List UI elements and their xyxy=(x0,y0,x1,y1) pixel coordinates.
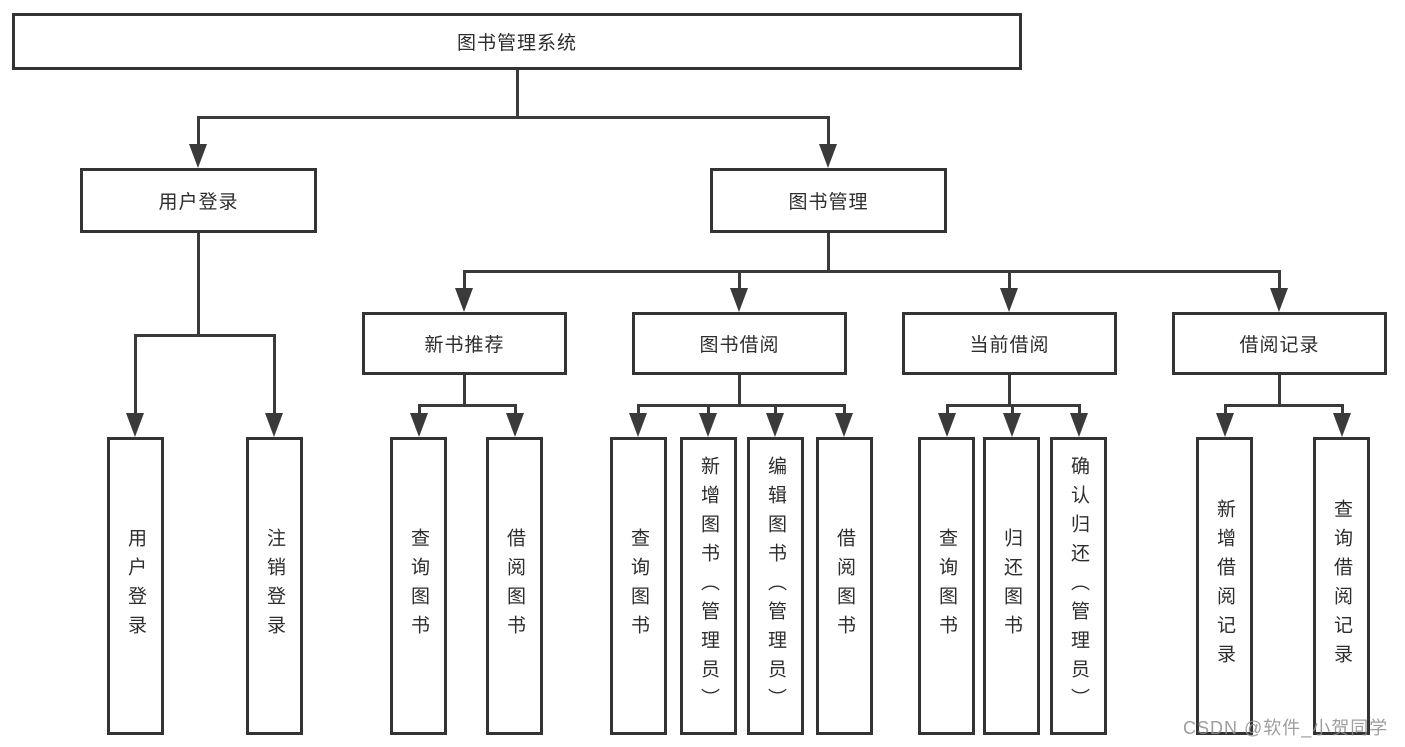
node-current-borrow-label: 当前借阅 xyxy=(969,335,1050,356)
watermark: CSDN @软件_小贺同学 xyxy=(1183,718,1389,738)
leaf-add-borrow-record-label: 新增借阅记录 xyxy=(1214,499,1235,673)
leaf-confirm-return-admin: 确认归还（管理员） xyxy=(1050,437,1107,735)
connector-line xyxy=(134,334,137,414)
connector-line xyxy=(1224,404,1227,416)
connector-arrowhead xyxy=(629,413,647,437)
node-user-login: 用户登录 xyxy=(80,168,317,233)
leaf-query-books-current-label: 查询图书 xyxy=(936,528,957,644)
connector-line xyxy=(827,233,830,273)
connector-line xyxy=(1341,404,1344,416)
connector-line xyxy=(843,404,846,416)
connector-arrowhead xyxy=(1333,413,1351,437)
connector-line xyxy=(1078,404,1081,416)
leaf-query-books-recommend: 查询图书 xyxy=(390,437,447,735)
connector-line xyxy=(827,116,830,146)
connector-line xyxy=(463,375,466,407)
connector-arrowhead xyxy=(1270,288,1288,312)
connector-line xyxy=(1278,270,1281,290)
node-new-book-recommend: 新书推荐 xyxy=(362,312,567,375)
connector-arrowhead xyxy=(835,413,853,437)
connector-line xyxy=(774,404,777,416)
node-borrow-records: 借阅记录 xyxy=(1172,312,1387,375)
leaf-borrow-books-2: 借阅图书 xyxy=(816,437,873,735)
connector-line xyxy=(1224,404,1343,407)
connector-line xyxy=(134,334,276,337)
connector-line xyxy=(637,404,640,416)
connector-arrowhead xyxy=(506,413,524,437)
connector-line xyxy=(514,404,517,416)
node-new-book-recommend-label: 新书推荐 xyxy=(424,335,505,356)
connector-line xyxy=(1008,375,1011,407)
leaf-add-book-admin: 新增图书（管理员） xyxy=(680,437,737,735)
leaf-borrow-books-recommend-label: 借阅图书 xyxy=(504,528,525,644)
connector-arrowhead xyxy=(189,144,207,168)
connector-arrowhead xyxy=(1003,413,1021,437)
connector-line xyxy=(463,270,466,290)
connector-line xyxy=(197,116,830,119)
connector-line xyxy=(197,233,200,336)
connector-line xyxy=(946,404,949,416)
leaf-query-books-recommend-label: 查询图书 xyxy=(408,528,429,644)
leaf-query-books-current: 查询图书 xyxy=(918,437,975,735)
leaf-user-login-label: 用户登录 xyxy=(125,528,146,644)
node-root-label: 图书管理系统 xyxy=(456,33,577,54)
connector-line xyxy=(1278,375,1281,407)
connector-line xyxy=(1011,404,1014,416)
connector-arrowhead xyxy=(699,413,717,437)
leaf-edit-book-admin: 编辑图书（管理员） xyxy=(747,437,804,735)
leaf-return-book-label: 归还图书 xyxy=(1001,528,1022,644)
leaf-query-borrow-record-label: 查询借阅记录 xyxy=(1331,499,1352,673)
connector-arrowhead xyxy=(730,288,748,312)
leaf-borrow-books-recommend: 借阅图书 xyxy=(486,437,543,735)
node-borrow-records-label: 借阅记录 xyxy=(1239,335,1320,356)
node-book-borrow: 图书借阅 xyxy=(632,312,847,375)
leaf-borrow-books-2-label: 借阅图书 xyxy=(834,528,855,644)
connector-line xyxy=(738,270,741,290)
connector-line xyxy=(707,404,710,416)
leaf-logout: 注销登录 xyxy=(246,437,303,735)
connector-arrowhead xyxy=(126,413,144,437)
connector-arrowhead xyxy=(1070,413,1088,437)
leaf-query-books-borrow-label: 查询图书 xyxy=(628,528,649,644)
leaf-user-login: 用户登录 xyxy=(107,437,164,735)
connector-arrowhead xyxy=(938,413,956,437)
connector-line xyxy=(418,404,517,407)
connector-arrowhead xyxy=(455,288,473,312)
connector-arrowhead xyxy=(1000,288,1018,312)
leaf-logout-label: 注销登录 xyxy=(264,528,285,644)
node-book-borrow-label: 图书借阅 xyxy=(699,335,780,356)
connector-line xyxy=(516,70,519,118)
connector-line xyxy=(738,375,741,407)
connector-line xyxy=(418,404,421,416)
node-current-borrow: 当前借阅 xyxy=(902,312,1117,375)
connector-line xyxy=(637,404,846,407)
leaf-add-borrow-record: 新增借阅记录 xyxy=(1196,437,1253,735)
connector-line xyxy=(1008,270,1011,290)
node-user-login-label: 用户登录 xyxy=(158,192,239,213)
leaf-query-borrow-record: 查询借阅记录 xyxy=(1313,437,1370,735)
connector-arrowhead xyxy=(265,413,283,437)
connector-line xyxy=(197,116,200,146)
connector-arrowhead xyxy=(766,413,784,437)
leaf-confirm-return-admin-label: 确认归还（管理员） xyxy=(1068,455,1089,717)
leaf-edit-book-admin-label: 编辑图书（管理员） xyxy=(765,455,786,717)
connector-line xyxy=(273,334,276,414)
leaf-add-book-admin-label: 新增图书（管理员） xyxy=(698,455,719,717)
leaf-query-books-borrow: 查询图书 xyxy=(610,437,667,735)
connector-line xyxy=(463,270,1281,273)
connector-arrowhead xyxy=(1216,413,1234,437)
node-book-management: 图书管理 xyxy=(710,168,947,233)
leaf-return-book: 归还图书 xyxy=(983,437,1040,735)
connector-arrowhead xyxy=(819,144,837,168)
node-book-management-label: 图书管理 xyxy=(788,192,869,213)
connector-arrowhead xyxy=(410,413,428,437)
node-root: 图书管理系统 xyxy=(12,13,1022,70)
